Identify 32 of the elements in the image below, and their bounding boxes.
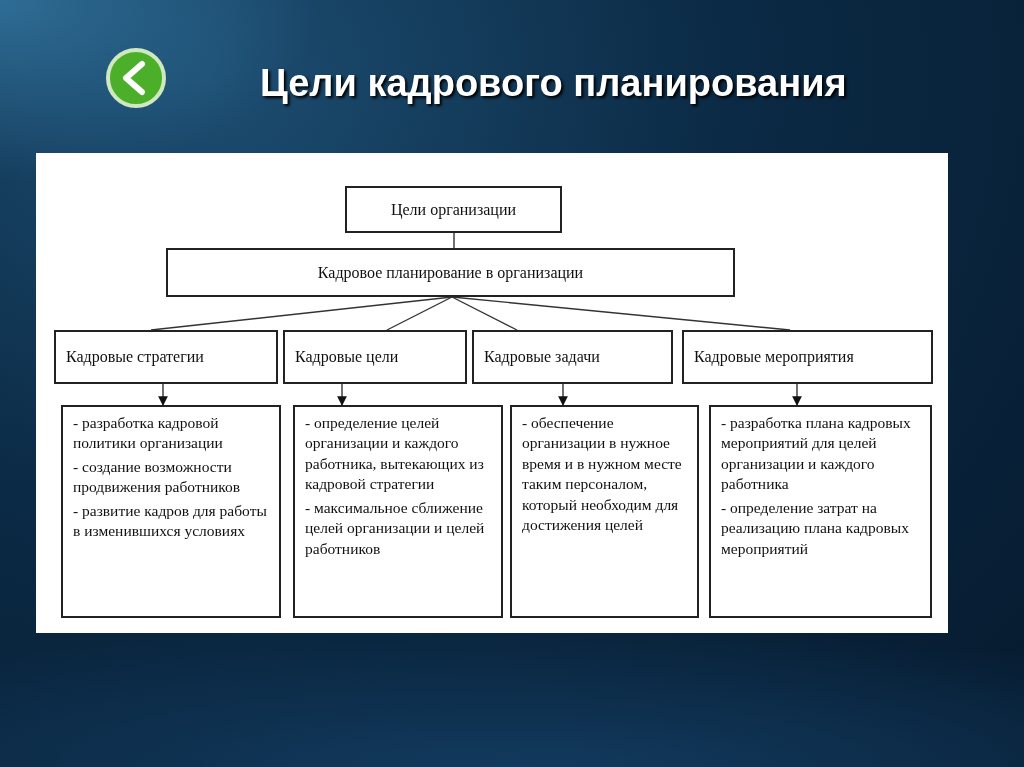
node-label: Кадровые цели — [295, 348, 399, 366]
bullet-item: - разработка кадровой политики организации — [73, 413, 224, 454]
arrow — [558, 383, 568, 406]
label-box — [54, 330, 278, 384]
arrow — [158, 383, 168, 406]
connector-line — [386, 296, 453, 331]
bullet-list-box — [61, 405, 281, 618]
node-label: Кадровые мероприятия — [694, 348, 854, 366]
arrow — [792, 383, 802, 406]
label-box — [166, 248, 735, 297]
connector-line — [451, 296, 518, 331]
label-box — [283, 330, 467, 384]
connector-line — [453, 232, 455, 249]
node-label: Кадровые стратегии — [66, 348, 204, 366]
bullet-item: - обеспечение организации в нужное время и в нужном месте таким персоналом, который необходим для достижения целей — [522, 413, 683, 536]
label-box — [345, 186, 562, 233]
bullet-item: - определение затрат на реализацию плана кадровых мероприятий — [721, 497, 910, 559]
arrow — [337, 383, 347, 406]
node-label: Цели организации — [390, 200, 517, 219]
bullet-item: - максимальное сближение целей организации и целей работников — [305, 497, 486, 559]
bullet-item: - определение целей организации и каждого работника, вытекающих из кадровой стратегии — [305, 413, 485, 495]
bullet-item: - создание возможности продвижения работников — [73, 456, 242, 498]
bullet-list-box — [293, 405, 503, 618]
node-label: Кадровые задачи — [484, 348, 600, 366]
label-box — [682, 330, 933, 384]
bullet-item: - развитие кадров для работы в изменившихся условиях — [73, 500, 268, 542]
node-label: Кадровое планирование в организации — [317, 263, 584, 282]
bullet-list-box — [709, 405, 932, 618]
label-box — [472, 330, 673, 384]
slide-title: Цели кадрового планирования — [260, 62, 848, 105]
bullet-list-box — [510, 405, 699, 618]
bullet-item: - разработка плана кадровых мероприятий для целей организации и каждого работника — [721, 413, 912, 495]
